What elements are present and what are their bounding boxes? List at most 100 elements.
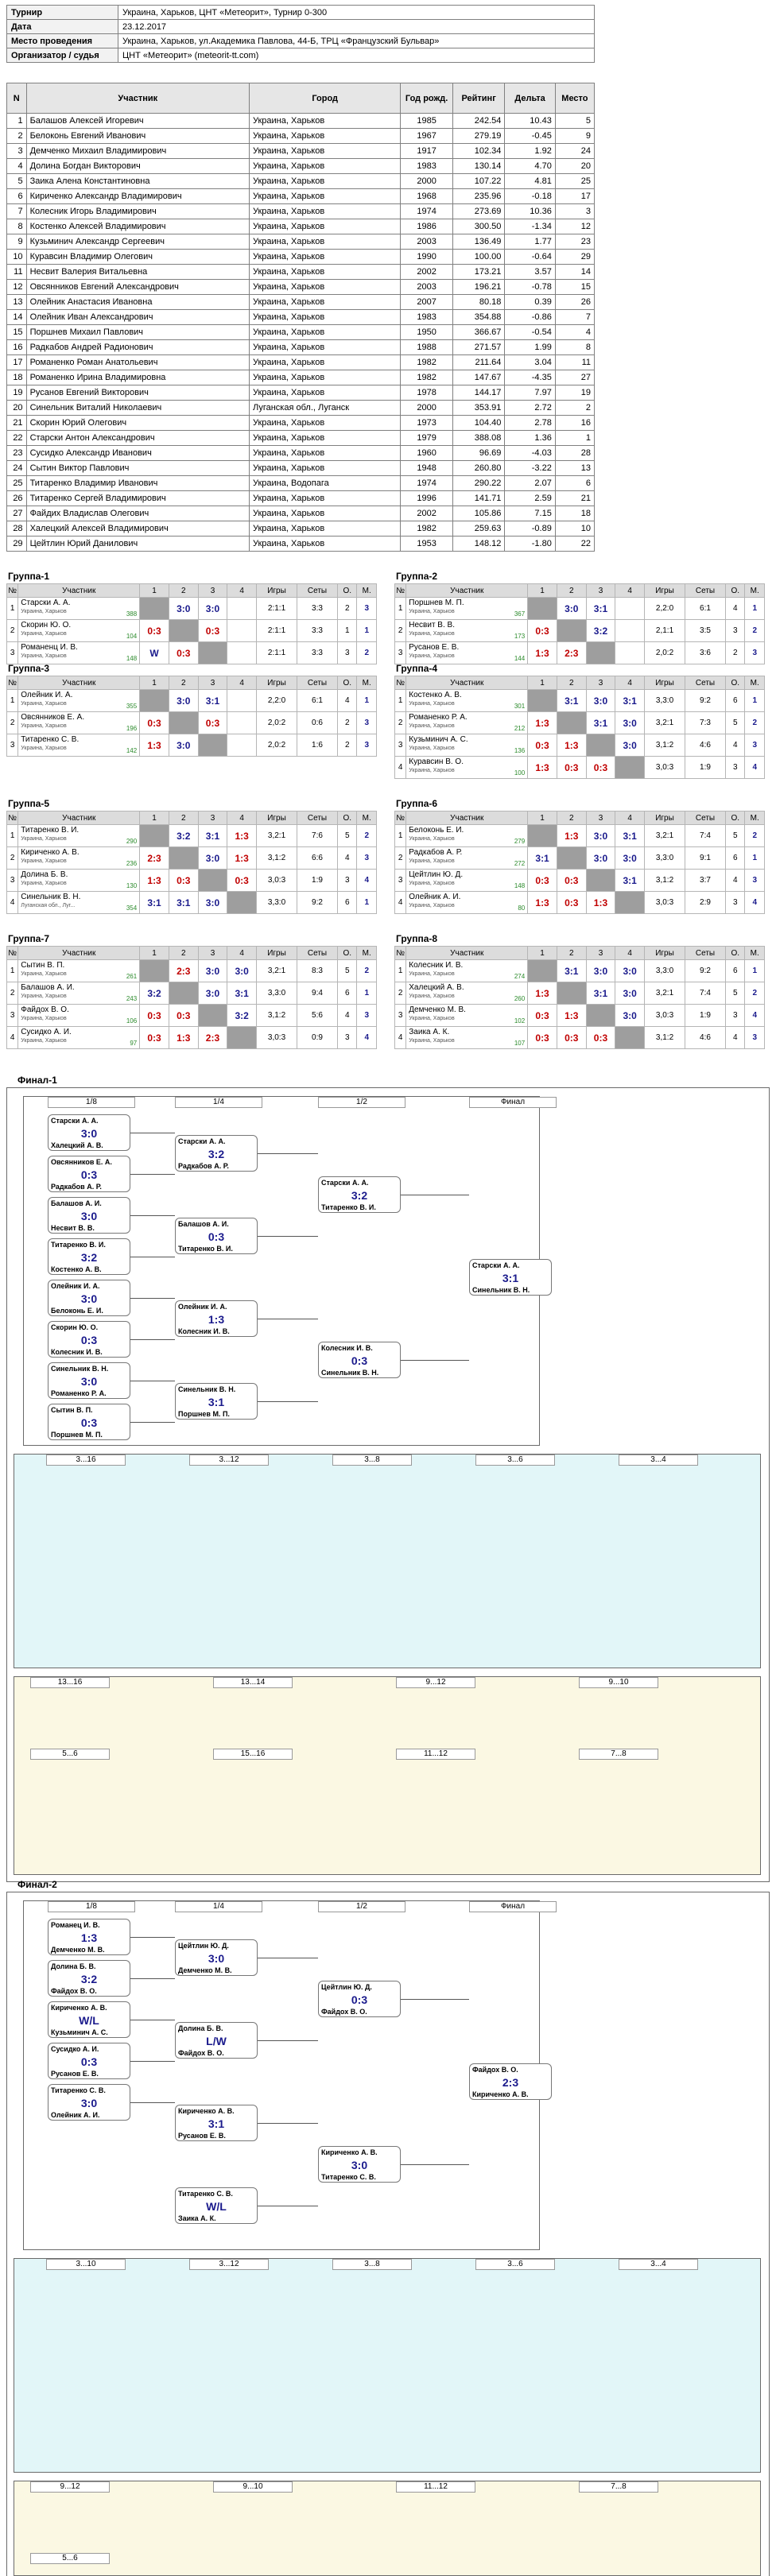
group-header-cell: 4 [615,676,646,690]
table-cell: Украина, Харьков [248,128,402,144]
player-rating: 243 [126,995,138,1002]
group-header-cell: Участник [17,676,141,690]
match-score: 3:2 [80,1973,98,1985]
player-rating: 100 [514,769,526,777]
group-score: 1:3 [527,711,557,734]
group-score [585,869,616,892]
group-score [197,641,228,664]
player-name: Кириченко А. В. [21,848,80,857]
round-header: 1/2 [318,1097,405,1108]
group-score: 2:3 [139,846,169,870]
table-cell: 1.99 [504,339,556,355]
group-g: 3,3:0 [256,982,298,1005]
table-cell: Украина, Харьков [248,143,402,159]
group-score: 3:1 [615,824,646,847]
table-cell: -1.34 [504,219,556,234]
stage-header: 11...12 [396,2481,475,2493]
group-g: 3,3:0 [644,846,686,870]
stage-header: 3...6 [475,1455,555,1466]
table-cell: Украина, Харьков [248,354,402,370]
group-header-cell: 3 [197,583,228,598]
group-score [168,846,199,870]
table-cell: 242.54 [452,113,506,129]
group-header-cell: 4 [227,676,258,690]
stage-header: 9...10 [213,2481,293,2493]
group-g: 2:1:1 [256,597,298,620]
player-name: Цейтлин Ю. Д. [409,870,464,879]
group-header-cell: Сеты [685,811,726,825]
player-name: Романенко Р. А. [409,713,468,722]
group-header-cell: 4 [615,811,646,825]
group-score: 3:0 [197,959,228,982]
table-cell: 22 [554,536,596,552]
player-name: Демченко М. В. [409,1005,466,1014]
group-sets: 1:9 [685,1004,726,1027]
group-score [615,891,646,914]
match-player-2: Титаренко В. И. [178,1245,233,1253]
group-header-cell: М. [744,946,765,960]
player-name: Радкабов А. Р. [409,848,463,857]
match-player-2: Несвит В. В. [51,1224,95,1232]
table-cell: 6 [6,188,27,204]
table-cell: 5 [554,113,596,129]
player-city: Украина, Харьков [21,609,67,614]
group-score: 3:1 [168,891,199,914]
table-cell: Украина, Харьков [248,264,402,280]
group-header-cell: Участник [17,811,141,825]
group-seed: 1 [394,597,407,620]
table-cell: 21 [6,415,27,431]
stage-header: 3...12 [189,1455,269,1466]
group-score: 3:1 [615,689,646,712]
group-m: 3 [744,734,765,757]
match-player-1: Скорин Ю. О. [51,1323,99,1331]
info-value: Украина, Харьков, ул.Академика Павлова, … [118,33,595,48]
group-seed: 4 [394,891,407,914]
group-score: 3:1 [585,982,616,1005]
player-rating: 106 [126,1017,138,1025]
group-score: 3:2 [585,619,616,642]
group-header-cell: М. [356,676,377,690]
match-player-2: Халецкий А. В. [51,1141,103,1149]
group-g: 3,0:3 [256,869,298,892]
player-rating: 236 [126,860,138,867]
table-cell: 2000 [400,173,453,189]
match-score: 2:3 [502,2076,519,2089]
table-cell: Украина, Харьков [248,490,402,506]
group-m: 3 [744,1026,765,1049]
player-city: Украина, Харьков [21,701,67,707]
group-score: 0:3 [527,1026,557,1049]
player-city: Украина, Харьков [409,994,455,999]
group-score: 2:3 [556,641,587,664]
group-score [139,959,169,982]
table-cell: 105.86 [452,506,506,521]
table-cell: 4 [6,158,27,174]
table-cell: 11 [6,264,27,280]
table-cell: Кузьминич Александр Сергеевич [25,234,250,250]
group-header-cell: 4 [227,811,258,825]
match-score: 0:3 [80,2055,98,2068]
match-player-1: Овсянников Е. А. [51,1158,112,1166]
match-player-2: Костенко А. В. [51,1265,102,1273]
group-seed: 4 [394,756,407,779]
table-cell: 211.64 [452,354,506,370]
group-header-cell: Участник [17,946,141,960]
group-score: 1:3 [168,1026,199,1049]
group-header-cell: О. [724,676,746,690]
group-header-cell: Игры [256,946,298,960]
group-header-cell: Сеты [685,946,726,960]
table-cell: 271.57 [452,339,506,355]
